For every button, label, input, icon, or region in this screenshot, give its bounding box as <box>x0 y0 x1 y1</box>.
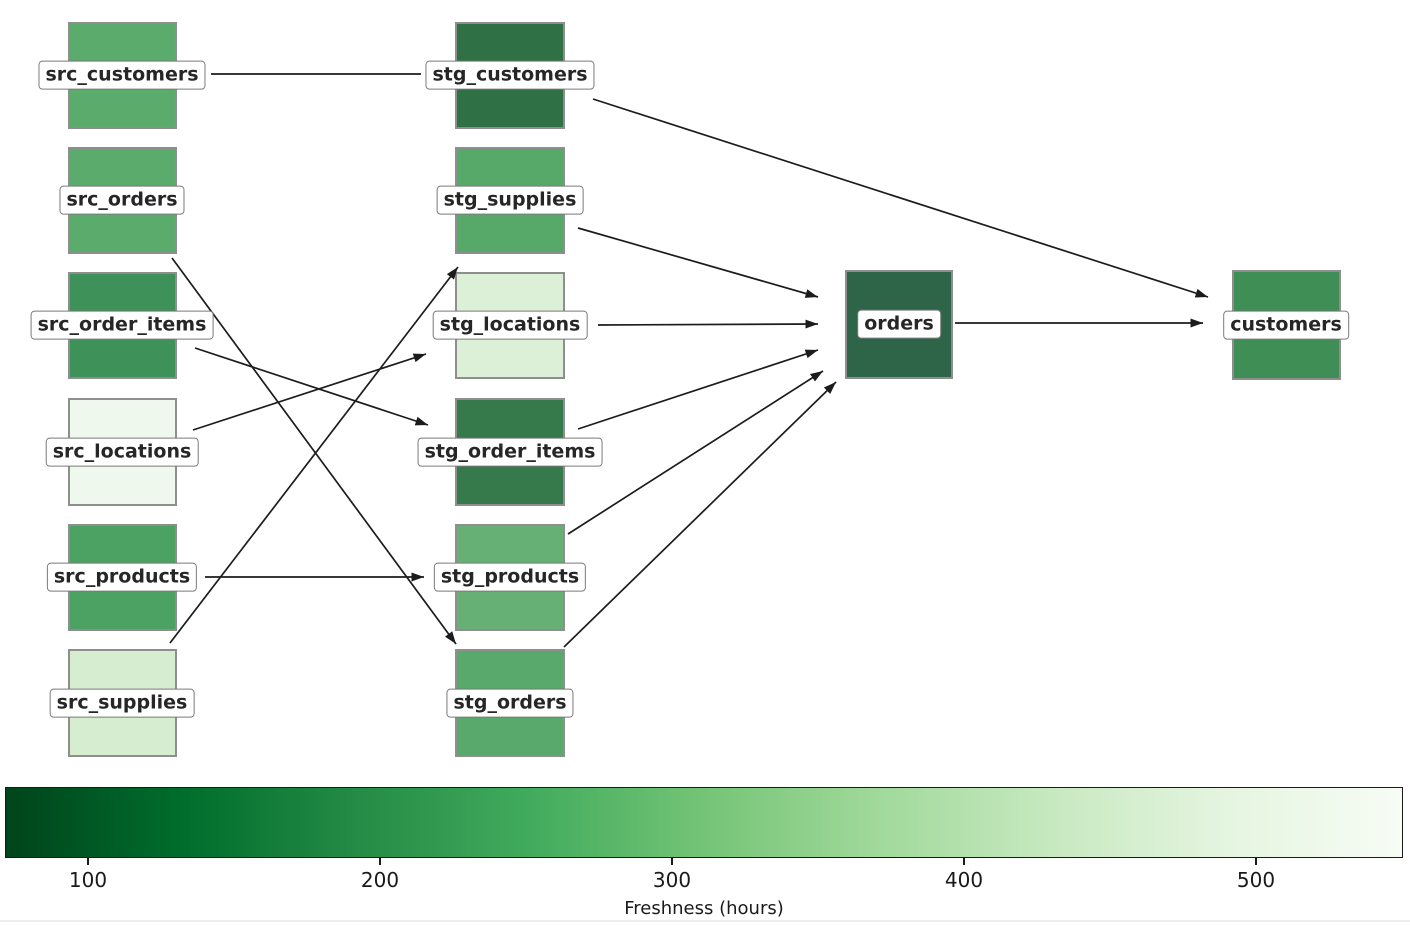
node-label-stg_products: stg_products <box>433 562 587 592</box>
edge-src_supplies-stg_supplies <box>169 266 459 644</box>
colorbar-tick-label-500: 500 <box>1236 868 1276 892</box>
edge-stg_orders-orders <box>563 381 837 648</box>
colorbar-tick-400 <box>963 858 965 865</box>
edge-stg_supplies-orders <box>577 227 819 298</box>
node-label-src_orders: src_orders <box>59 185 185 215</box>
colorbar-tick-label-200: 200 <box>360 868 400 892</box>
node-label-orders: orders <box>857 309 941 339</box>
node-label-stg_supplies: stg_supplies <box>436 185 584 215</box>
node-label-src_order_items: src_order_items <box>30 310 214 340</box>
edge-stg_customers-customers <box>592 98 1209 298</box>
node-label-customers: customers <box>1223 310 1349 340</box>
colorbar-gradient <box>5 787 1403 858</box>
edge-src_order_items-stg_order_items <box>194 347 429 426</box>
node-label-src_products: src_products <box>46 562 198 592</box>
node-label-stg_customers: stg_customers <box>425 60 595 90</box>
edge-stg_order_items-orders <box>577 349 819 430</box>
node-label-stg_orders: stg_orders <box>446 688 574 718</box>
edge-src_locations-stg_locations <box>192 353 427 431</box>
colorbar-tick-300 <box>671 858 673 865</box>
colorbar-tick-label-400: 400 <box>944 868 984 892</box>
node-label-src_supplies: src_supplies <box>49 688 195 718</box>
colorbar-axis-label: Freshness (hours) <box>624 898 784 919</box>
colorbar-tick-500 <box>1255 858 1257 865</box>
node-label-stg_locations: stg_locations <box>432 310 588 340</box>
node-label-src_locations: src_locations <box>45 437 199 467</box>
edge-src_orders-stg_orders <box>171 257 457 645</box>
colorbar-tick-100 <box>87 858 89 865</box>
colorbar-tick-label-100: 100 <box>68 868 108 892</box>
edge-stg_products-orders <box>567 370 824 535</box>
node-label-src_customers: src_customers <box>38 60 206 90</box>
node-label-stg_order_items: stg_order_items <box>417 437 603 467</box>
figure-bottom-rule <box>0 920 1410 922</box>
edge-stg_locations-orders <box>597 319 819 329</box>
colorbar-tick-label-300: 300 <box>652 868 692 892</box>
colorbar-tick-200 <box>379 858 381 865</box>
